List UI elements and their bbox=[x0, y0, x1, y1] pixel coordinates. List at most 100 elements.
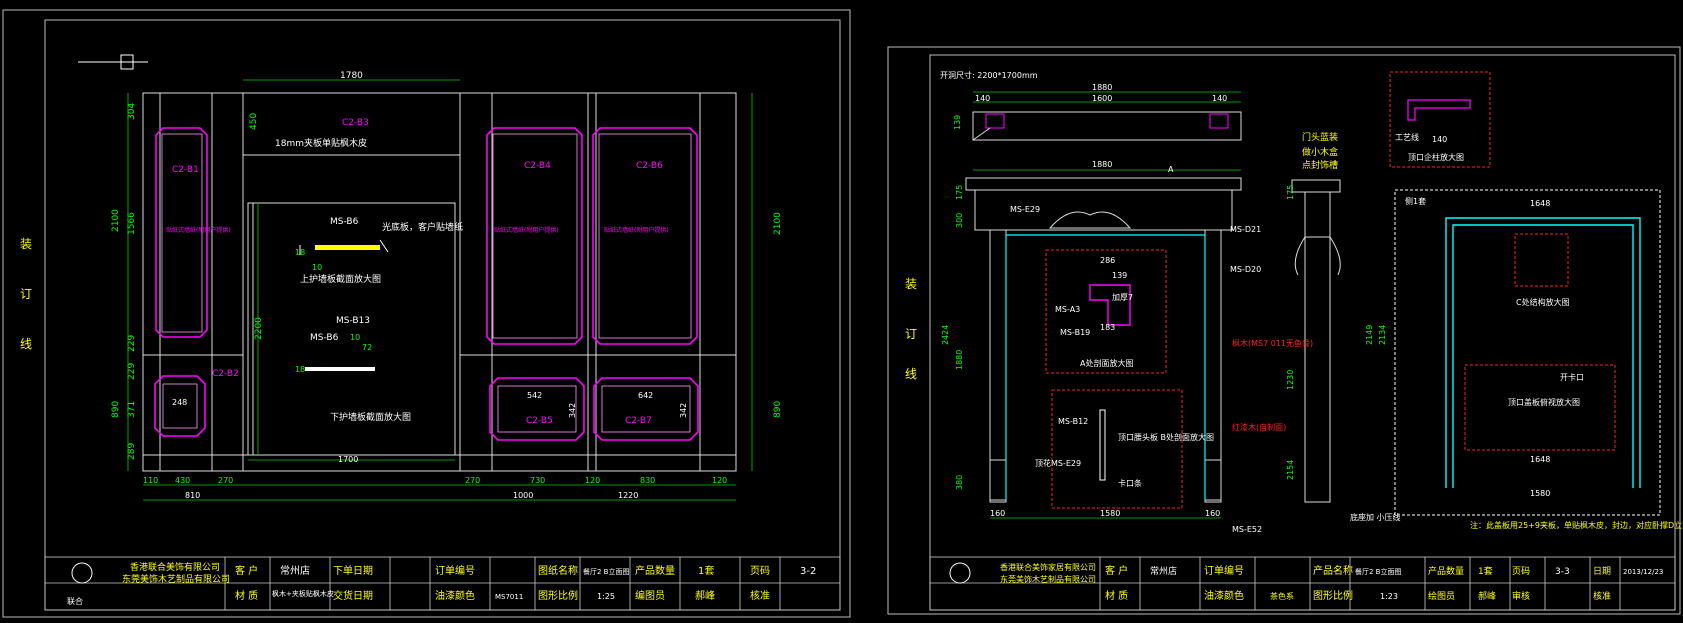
top-detail-title: 顶口企柱放大图 bbox=[1408, 152, 1464, 162]
label-ms-b12: MS-B12 bbox=[1058, 417, 1088, 426]
bdim-5: 270 bbox=[465, 476, 480, 485]
bdim-8: 830 bbox=[640, 476, 655, 485]
vdim-right-1: 2100 bbox=[773, 212, 783, 235]
material-label: 材 质 bbox=[235, 589, 258, 602]
vdim-left-8: 289 bbox=[127, 443, 137, 460]
drawer-value: 郝峰 bbox=[695, 590, 715, 602]
detail-a-dim-183: 183 bbox=[1100, 323, 1115, 332]
bdim-3: 270 bbox=[218, 476, 233, 485]
label-ms-d21: MS-D21 bbox=[1230, 225, 1261, 234]
top-panel-note: 18mm夹板单贴枫木皮 bbox=[275, 137, 367, 149]
rv-175b: 175 bbox=[1286, 185, 1295, 200]
panel-note-1: 贴纸式墙纸(附用户提供) bbox=[166, 226, 231, 234]
panel-label-b7: C2-B7 bbox=[625, 416, 652, 426]
left-sheet: 装 订 线 bbox=[2, 9, 851, 618]
r-paint-label: 油漆颜色 bbox=[1204, 589, 1244, 602]
top-dim-1600: 1600 bbox=[1092, 94, 1112, 103]
top-detail-140: 140 bbox=[1432, 135, 1447, 144]
vdim-left-5: 229 bbox=[127, 363, 137, 380]
vdim-left-4: 229 bbox=[127, 335, 137, 352]
binding-char-1: 装 bbox=[20, 237, 32, 251]
left-sheet-border bbox=[2, 9, 851, 618]
r-material-label: 材 质 bbox=[1105, 589, 1128, 602]
small-dim-5: 18 bbox=[295, 365, 305, 374]
seat-note: 底座加 小压线 bbox=[1350, 512, 1401, 522]
drawing-name-label: 图纸名称 bbox=[538, 564, 578, 577]
north-marker bbox=[78, 54, 148, 70]
right-title-block bbox=[929, 556, 1676, 611]
panel-note-2: 贴纸式墙纸(附用户提供) bbox=[494, 226, 559, 234]
panel-note-3: 贴纸式墙纸(附用户提供) bbox=[604, 226, 669, 234]
r-qty-value: 1套 bbox=[1478, 565, 1493, 577]
small-dim-2: 18 bbox=[295, 248, 305, 257]
customer-label: 客 户 bbox=[235, 564, 258, 577]
panel-dim-342-b: 342 bbox=[679, 403, 688, 418]
side-note-3: 点封饰槽 bbox=[1302, 159, 1338, 171]
bdim-7: 120 bbox=[585, 476, 600, 485]
r-customer-label: 客 户 bbox=[1105, 564, 1128, 577]
drawing-name-value: 餐厅2 B立面图 bbox=[583, 567, 629, 576]
open-card: 开卡口 bbox=[1560, 372, 1584, 382]
lower-section-title: 下护墙板截面放大图 bbox=[330, 411, 411, 423]
top-dim-lines bbox=[973, 91, 1241, 171]
ms-b13: MS-B13 bbox=[336, 316, 370, 326]
left-inner-border bbox=[44, 19, 841, 611]
opening-outline bbox=[1005, 234, 1206, 500]
r-page-value: 3-3 bbox=[1555, 567, 1570, 577]
carving-ornament bbox=[1048, 211, 1132, 229]
approve-label: 核准 bbox=[750, 589, 770, 602]
detail-a-note: 加厚7 bbox=[1112, 292, 1133, 302]
side-profile bbox=[1291, 179, 1341, 503]
side-note-2: 做小木盒 bbox=[1302, 146, 1338, 158]
section-top-box bbox=[1464, 364, 1616, 451]
rv-2134: 2134 bbox=[1378, 325, 1387, 345]
panel-label-b3: C2-B3 bbox=[342, 118, 369, 128]
right-frame-box bbox=[1394, 189, 1661, 516]
lower-section-detail: MS-B13 MS-B6 10 72 18 下护墙板截面放大图 bbox=[295, 316, 411, 423]
detail-a-title: A处剖面放大图 bbox=[1080, 358, 1133, 368]
rv-300: 300 bbox=[955, 213, 964, 228]
r-qty-label: 产品数量 bbox=[1428, 565, 1464, 577]
fireplace-frame bbox=[965, 177, 1242, 503]
r-company-1: 香港联合美饰家居有限公司 bbox=[1000, 562, 1096, 572]
right-logo bbox=[949, 562, 971, 584]
top-panel-height-dim: 450 bbox=[249, 113, 259, 130]
small-dim-1: 10 bbox=[312, 263, 322, 272]
panel-label-b4: C2-B4 bbox=[524, 161, 551, 171]
detail-a-dim-286: 286 bbox=[1100, 256, 1115, 265]
paint-label: 油漆颜色 bbox=[435, 589, 475, 602]
rv-2149: 2149 bbox=[1365, 325, 1374, 345]
top-plan-view bbox=[972, 111, 1242, 141]
panel-dim-542: 542 bbox=[527, 391, 542, 400]
material-value: 枫木+夹板贴枫木皮 bbox=[272, 589, 334, 598]
label-ms-d20: MS-D20 bbox=[1230, 265, 1261, 274]
r-scale-label: 图形比例 bbox=[1313, 589, 1353, 602]
ms-b6-top: MS-B6 bbox=[330, 217, 359, 227]
scale-label: 图形比例 bbox=[538, 589, 578, 602]
detail-b-box bbox=[1051, 389, 1183, 509]
r-scale-value: 1:23 bbox=[1380, 592, 1398, 601]
rb-160b: 160 bbox=[1205, 509, 1220, 518]
rv-1880: 1880 bbox=[955, 350, 964, 370]
c-detail-title: C处结构放大图 bbox=[1516, 297, 1570, 307]
rb-160a: 160 bbox=[990, 509, 1005, 518]
vdim-left-6: 890 bbox=[111, 401, 121, 418]
frame-title: 侧1套 bbox=[1405, 196, 1426, 206]
detail-a-dim-139: 139 bbox=[1112, 271, 1127, 280]
vdim-right-2: 890 bbox=[773, 401, 783, 418]
bdim-9: 120 bbox=[712, 476, 727, 485]
scale-value: 1:25 bbox=[597, 592, 615, 601]
detail-b-title: 顶口腰头板 B处剖面放大图 bbox=[1118, 432, 1214, 442]
detail-a-shape bbox=[1089, 284, 1131, 326]
binding-char-3: 线 bbox=[20, 337, 32, 351]
top-dim-1880: 1880 bbox=[1092, 83, 1112, 92]
bdim-4: 1700 bbox=[338, 455, 358, 464]
frame-dim-1580: 1580 bbox=[1530, 489, 1550, 498]
binding-char-2: 订 bbox=[20, 287, 32, 301]
r-product-label: 产品名称 bbox=[1313, 564, 1353, 577]
label-ms-e29-top: MS-E29 bbox=[1010, 205, 1040, 214]
upper-section-detail: MS-B6 光底板，客户贴墙纸 10 18 上护墙板截面放大图 bbox=[295, 217, 463, 285]
r-date-value: 2013/12/23 bbox=[1623, 568, 1663, 576]
side-note-1: 门头蓝装 bbox=[1302, 131, 1338, 143]
